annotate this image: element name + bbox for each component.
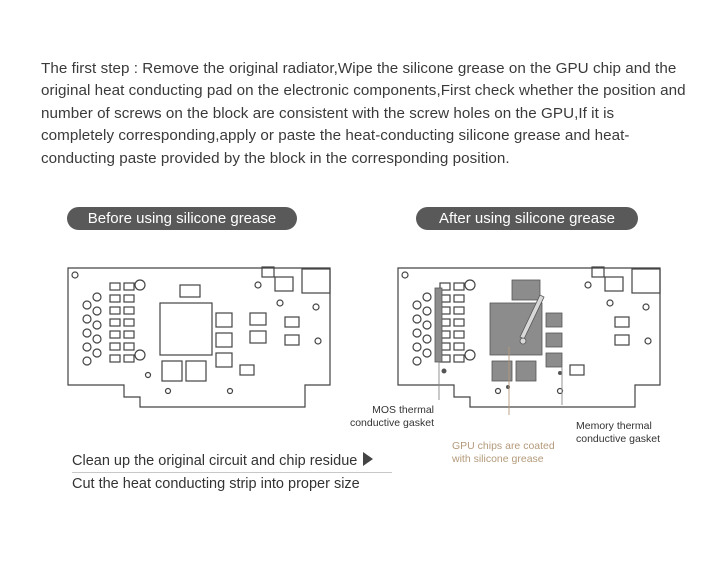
divider	[72, 472, 392, 473]
step-clean-up-text: Clean up the original circuit and chip r…	[72, 453, 358, 469]
memory-callout-line1: Memory thermal	[576, 420, 652, 432]
step-cut-strip-text: Cut the heat conducting strip into prope…	[72, 476, 360, 492]
pcb-after-diagram	[397, 266, 661, 415]
gpu-callout: GPU chips are coated with silicone greas…	[452, 440, 555, 466]
mos-callout: MOS thermal conductive gasket	[338, 404, 434, 430]
memory-callout-line2: conductive gasket	[576, 433, 661, 445]
intro-paragraph: The first step : Remove the original rad…	[41, 60, 686, 167]
gpu-callout-line2: with silicone grease	[452, 453, 544, 465]
gpu-callout-line1: GPU chips are coated	[452, 440, 555, 452]
play-arrow-icon	[363, 452, 374, 466]
pcb-before-diagram	[67, 266, 331, 408]
memory-callout: Memory thermal conductive gasket	[576, 420, 660, 446]
step-cut-strip: Cut the heat conducting strip into prope…	[72, 476, 360, 492]
after-label: After using silicone grease	[416, 207, 638, 230]
step-clean-up: Clean up the original circuit and chip r…	[72, 452, 374, 469]
mos-callout-line2: conductive gasket	[349, 417, 434, 429]
mos-callout-line1: MOS thermal	[372, 404, 434, 416]
before-label: Before using silicone grease	[67, 207, 297, 230]
